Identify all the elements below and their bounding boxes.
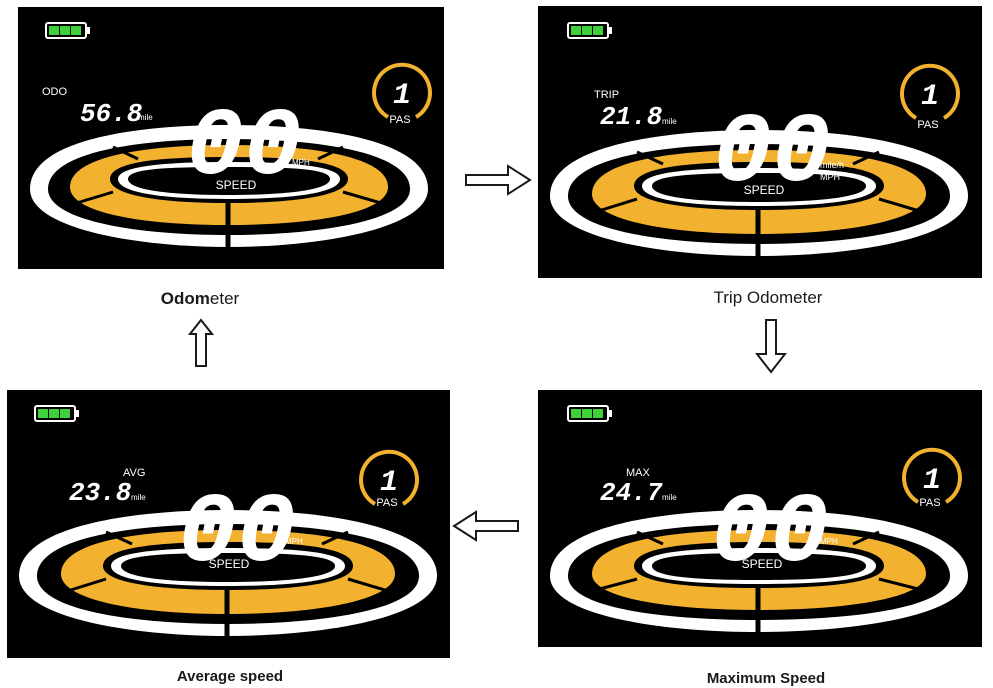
caption-average: Average speed xyxy=(160,668,300,685)
mode-label: TRIP xyxy=(594,89,619,101)
caption-average-text: Average speed xyxy=(176,668,284,685)
pas-value: 1 xyxy=(380,466,398,500)
display-trip: 1 PAS TRIP 21.8 mile 00 mile/h MPH SPEED xyxy=(550,22,968,256)
display-odometer: 1 PAS ODO 56.8 mile 00 MPH SPEED xyxy=(30,22,432,247)
screen-maximum: 1 PAS MAX 24.7 mile 00 MPH SPEED xyxy=(538,390,982,647)
pas-indicator: 1 PAS xyxy=(359,449,419,509)
speed-unit-secondary: MPH xyxy=(820,172,840,182)
pas-indicator: 1 PAS xyxy=(900,63,960,131)
battery-icon xyxy=(45,22,90,39)
speed-unit: mile/h xyxy=(820,160,844,170)
power-gauge xyxy=(19,510,437,636)
speed-label: SPEED xyxy=(742,557,783,571)
mode-value-unit: mile xyxy=(131,493,146,502)
caption-odometer-bold: Odom xyxy=(160,289,210,308)
mode-label: AVG xyxy=(123,467,145,479)
caption-odometer: Odometer xyxy=(140,289,260,309)
power-gauge xyxy=(550,130,968,256)
mode-value-unit: mile xyxy=(662,117,677,126)
caption-trip-text: Trip Odometer xyxy=(713,288,823,307)
speed-unit: MPH xyxy=(285,537,303,546)
arrow-left-icon xyxy=(452,510,519,542)
speed-unit: MPH xyxy=(820,537,838,546)
caption-maximum: Maximum Speed xyxy=(696,670,836,687)
speed-value: 00 xyxy=(711,479,829,590)
battery-icon xyxy=(567,405,612,422)
mode-value: 21.8 xyxy=(600,102,663,132)
caption-odometer-rest: eter xyxy=(209,289,240,308)
caption-maximum-text: Maximum Speed xyxy=(706,670,826,687)
arrow-up-icon xyxy=(188,318,214,367)
arrow-right-icon xyxy=(465,164,532,196)
caption-trip: Trip Odometer xyxy=(698,288,838,308)
screen-odometer: 1 PAS ODO 56.8 mile 00 MPH SPEED xyxy=(18,7,444,269)
mode-value: 56.8 xyxy=(80,99,143,129)
pas-label: PAS xyxy=(919,497,940,509)
display-average: 1 PAS AVG 23.8 mile 00 MPH SPEED xyxy=(19,405,437,636)
speed-value: 00 xyxy=(186,93,301,202)
mode-value: 24.7 xyxy=(600,478,663,508)
pas-label: PAS xyxy=(376,497,397,509)
mode-label: ODO xyxy=(42,86,68,98)
mode-label: MAX xyxy=(626,467,651,479)
pas-label: PAS xyxy=(389,114,410,126)
mode-value-unit: mile xyxy=(662,493,677,502)
speed-label: SPEED xyxy=(216,178,257,192)
screen-trip: 1 PAS TRIP 21.8 mile 00 mile/h MPH SPEED xyxy=(538,6,982,278)
pas-value: 1 xyxy=(393,79,411,113)
speed-unit: MPH xyxy=(292,158,310,167)
speed-value: 00 xyxy=(178,479,296,590)
battery-icon xyxy=(34,405,79,422)
pas-indicator: 1 PAS xyxy=(372,62,432,126)
power-gauge xyxy=(550,510,968,632)
speed-label: SPEED xyxy=(209,557,250,571)
arrow-down-icon xyxy=(755,319,787,374)
pas-label: PAS xyxy=(917,119,938,131)
pas-indicator: 1 PAS xyxy=(902,447,962,509)
mode-value: 23.8 xyxy=(69,478,132,508)
mode-value-unit: mile xyxy=(138,113,153,122)
battery-icon xyxy=(567,22,612,39)
screen-average: 1 PAS AVG 23.8 mile 00 MPH SPEED xyxy=(7,390,450,658)
pas-value: 1 xyxy=(921,80,939,114)
speed-value: 00 xyxy=(713,99,831,210)
pas-value: 1 xyxy=(923,464,941,498)
display-maximum: 1 PAS MAX 24.7 mile 00 MPH SPEED xyxy=(550,405,968,632)
speed-label: SPEED xyxy=(744,183,785,197)
power-gauge xyxy=(30,125,428,247)
